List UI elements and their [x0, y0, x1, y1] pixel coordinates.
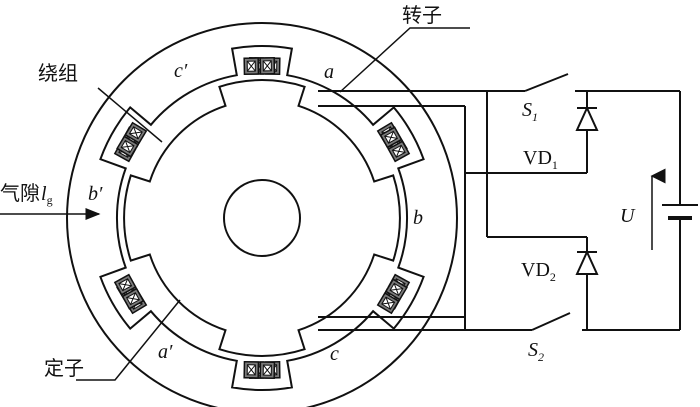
stator-outer-circle [66, 22, 458, 407]
label-s1: S1 [522, 99, 538, 124]
rotor-leader [339, 27, 470, 93]
switch-s2 [531, 312, 571, 331]
label-pole-b-prime: b′ [88, 183, 103, 205]
leader-lines [0, 27, 470, 381]
coil [379, 126, 411, 163]
coil [113, 273, 145, 310]
switch-s1 [524, 73, 569, 92]
label-pole-c: c [330, 343, 339, 365]
vd1-triangle [575, 105, 599, 131]
coil [376, 278, 408, 315]
label-vd2: VD2 [521, 259, 556, 284]
label-stator: 定子 [44, 356, 84, 380]
text-labels: 转子 绕组 气隙lg 定子 a a′ b b′ c c′ S1 S2 VD1 V… [0, 3, 636, 380]
label-vd1: VD1 [523, 147, 558, 172]
stator-pole-profile [99, 44, 425, 392]
label-voltage: U [620, 205, 636, 227]
vd2-triangle [575, 249, 599, 275]
label-pole-a: a [324, 61, 334, 83]
label-pole-c-prime: c′ [174, 60, 188, 82]
coil [116, 121, 148, 158]
stator-leader [76, 299, 181, 381]
shaft-circle [223, 179, 301, 257]
label-pole-a-prime: a′ [158, 341, 173, 363]
winding-coils [113, 56, 411, 380]
motor [66, 22, 458, 407]
label-air-gap: 气隙lg [0, 181, 53, 207]
coil [243, 360, 276, 380]
label-pole-b: b [413, 207, 423, 229]
label-rotor: 转子 [402, 3, 442, 27]
drive-circuit [318, 73, 698, 331]
coil [243, 56, 276, 76]
rotor-profile [123, 79, 401, 357]
winding-leader [97, 87, 163, 143]
label-winding: 绕组 [38, 61, 78, 85]
label-s2: S2 [528, 339, 544, 364]
